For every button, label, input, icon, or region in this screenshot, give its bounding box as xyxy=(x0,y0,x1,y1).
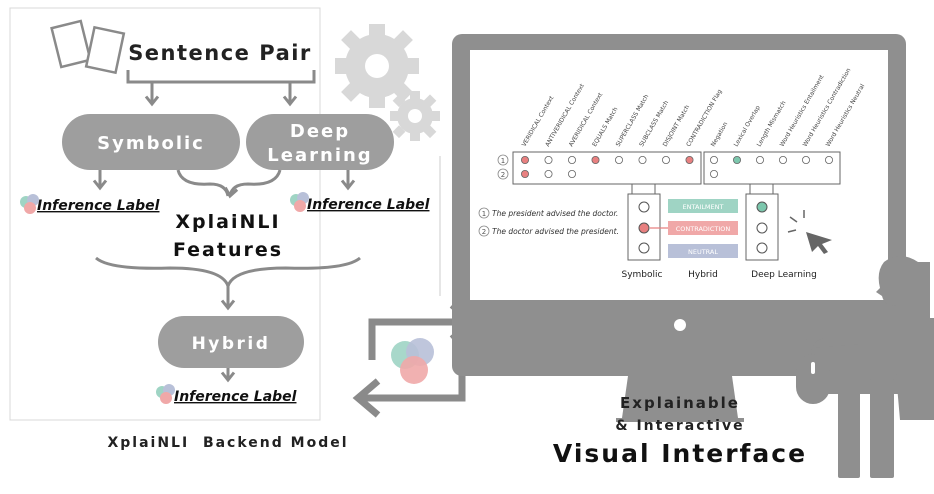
deep-feature-values xyxy=(710,155,834,178)
feature-value-dot xyxy=(779,155,788,164)
gear-icon xyxy=(335,24,419,108)
column-label-symbolic: Symbolic xyxy=(622,270,663,280)
feature-value-dot xyxy=(591,155,600,164)
feature-value-dot xyxy=(710,169,719,178)
svg-text:2: 2 xyxy=(482,228,486,236)
hybrid-labels: ENTAILMENT CONTRADICTION NEUTRAL xyxy=(668,199,738,258)
feature-grid: 1 2 xyxy=(497,151,841,185)
inference-label-text: Inference Label xyxy=(307,197,430,213)
feature-value-dot xyxy=(802,155,811,164)
features-label-1: XplaiNLI xyxy=(175,211,280,233)
inference-label-text: Inference Label xyxy=(37,198,160,214)
hybrid-node xyxy=(158,316,304,368)
feature-value-dot xyxy=(685,155,694,164)
gear-icon xyxy=(390,91,440,141)
monitor-stand xyxy=(622,376,738,418)
label-circles-icon xyxy=(391,338,434,384)
feature-value-dot xyxy=(568,155,577,164)
feature-value-dot xyxy=(544,155,553,164)
entailment-label-box xyxy=(668,199,738,213)
feature-value-dot xyxy=(825,155,834,164)
neutral-label-box xyxy=(668,244,738,258)
monitor-screen xyxy=(470,50,888,300)
row-label-2: 2 xyxy=(501,171,505,179)
interface-title-line3: Visual Interface xyxy=(553,439,807,468)
feature-value-dot xyxy=(756,155,765,164)
document-icon xyxy=(50,19,126,75)
node-arrows xyxy=(92,169,356,199)
interface-title-line1: Explainable xyxy=(620,394,740,412)
symbolic-column xyxy=(627,193,661,261)
symbolic-node xyxy=(62,114,240,170)
merge-arrow xyxy=(95,256,361,311)
feature-value-dot xyxy=(521,169,530,178)
inference-label-text: Inference Label xyxy=(174,389,297,405)
mouse-icon xyxy=(796,338,830,404)
interface-title-line2: & Interactive xyxy=(615,418,744,434)
column-label-hybrid: Hybrid xyxy=(688,270,718,280)
cursor-icon xyxy=(787,210,832,254)
inference-label-hybrid: Inference Label xyxy=(156,384,297,405)
sentence-1-text: The president advised the doctor. xyxy=(492,209,618,218)
deep-node-label-2: Learning xyxy=(267,145,372,166)
row-label-1: 1 xyxy=(501,157,505,165)
sentence-2: 2 The doctor advised the president. xyxy=(478,225,619,237)
deep-entailment-dot xyxy=(756,201,768,213)
grid-connectors xyxy=(631,184,774,194)
contradiction-label: CONTRADICTION xyxy=(676,225,731,233)
feature-value-dot xyxy=(544,169,553,178)
person-icon xyxy=(806,256,934,478)
deep-learning-column xyxy=(745,193,779,261)
feature-value-dot xyxy=(638,155,647,164)
neutral-label: NEUTRAL xyxy=(688,248,718,256)
feature-value-dot xyxy=(521,155,530,164)
hybrid-node-label: Hybrid xyxy=(192,334,271,354)
deep-learning-node xyxy=(246,114,394,170)
deep-node-label-1: Deep xyxy=(290,121,350,142)
svg-text:1: 1 xyxy=(482,210,486,218)
contradiction-label-box xyxy=(668,221,738,235)
sentence-pair-label: Sentence Pair xyxy=(128,41,312,65)
feature-value-dot xyxy=(662,155,671,164)
features-label-2: Features xyxy=(173,239,283,261)
inference-label-symbolic: Inference Label xyxy=(20,194,160,214)
entailment-label: ENTAILMENT xyxy=(683,203,724,211)
symbolic-node-label: Symbolic xyxy=(97,133,205,154)
feature-value-dot xyxy=(733,155,742,164)
feature-value-dot xyxy=(710,155,719,164)
sentence-2-text: The doctor advised the president. xyxy=(492,227,619,236)
feature-value-dot xyxy=(568,169,577,178)
backend-caption: XplaiNLI Backend Model xyxy=(107,435,348,451)
column-label-deep: Deep Learning xyxy=(751,270,817,280)
inference-label-deep: Inference Label xyxy=(290,192,430,213)
feature-value-dot xyxy=(615,155,624,164)
symbolic-contradiction-dot xyxy=(638,222,650,234)
symbolic-feature-values xyxy=(521,155,694,178)
power-button xyxy=(674,319,686,331)
split-arrows xyxy=(126,70,316,107)
backend-panel xyxy=(9,7,321,421)
sentence-1: 1 The president advised the doctor. xyxy=(478,207,618,219)
